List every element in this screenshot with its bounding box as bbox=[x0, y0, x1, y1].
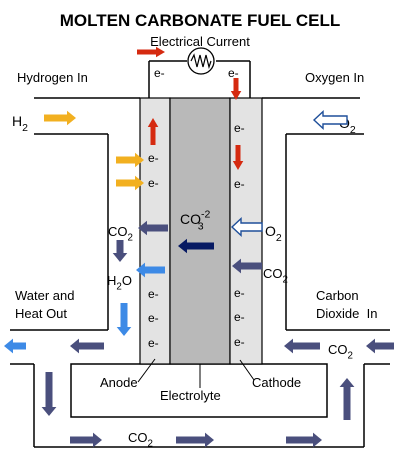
electron-anode: e- bbox=[148, 336, 159, 350]
electron-cathode: e- bbox=[234, 121, 245, 135]
co2-cathode-label: CO2 bbox=[263, 266, 288, 286]
electron-cathode: e- bbox=[234, 335, 245, 349]
co2-down-arrow-anode bbox=[112, 240, 128, 262]
electrical-current-label: Electrical Current bbox=[150, 34, 250, 49]
cathode-label: Cathode bbox=[252, 375, 301, 390]
electron-cathode: e- bbox=[234, 310, 245, 324]
o2-cathode-label: O2 bbox=[265, 223, 282, 244]
water-heat-exit-arrow bbox=[4, 338, 26, 354]
electrolyte-label: Electrolyte bbox=[160, 388, 221, 403]
electron-anode: e- bbox=[148, 176, 159, 190]
flow-arrows bbox=[4, 46, 394, 448]
recycle-bottom-arrow-2 bbox=[176, 432, 214, 448]
hydrogen-in-label: Hydrogen In bbox=[17, 70, 88, 85]
oxygen-in-label: Oxygen In bbox=[305, 70, 364, 85]
electron-anode: e- bbox=[148, 311, 159, 325]
resistor-icon bbox=[187, 47, 215, 75]
carbon-dioxide-in-label-line1: Carbon bbox=[316, 288, 359, 303]
recycle-up-arrow bbox=[339, 378, 355, 420]
co2-anode-label: CO2 bbox=[108, 224, 133, 244]
electron-cathode: e- bbox=[234, 286, 245, 300]
carbon-dioxide-in-label-line2: Dioxide In bbox=[316, 306, 377, 321]
external-circuit bbox=[148, 60, 251, 98]
water-down-arrow bbox=[116, 303, 132, 336]
page-title: MOLTEN CARBONATE FUEL CELL bbox=[60, 11, 340, 30]
co2-out-arrow-anode bbox=[138, 220, 168, 236]
electron-anode: e- bbox=[148, 151, 159, 165]
hydrogen-anode-arrow-1 bbox=[116, 152, 144, 168]
carbonate-ion-arrow bbox=[178, 238, 214, 254]
recycle-down-arrow bbox=[41, 372, 57, 416]
electron-anode: e- bbox=[148, 287, 159, 301]
electron-down-arrow bbox=[230, 78, 242, 100]
exhaust-arrow-left-1 bbox=[70, 338, 104, 354]
co2-bottom-label: CO2 bbox=[128, 430, 153, 450]
electron-cathode: e- bbox=[234, 177, 245, 191]
anode-label: Anode bbox=[100, 375, 138, 390]
electron-up-arrow-anode bbox=[147, 118, 159, 145]
electron-down-arrow-cathode bbox=[232, 145, 244, 170]
h2-inlet-label: H2 bbox=[12, 113, 28, 134]
h2o-anode-label: H2O bbox=[107, 273, 132, 293]
co2-in-arrow-cathode bbox=[232, 258, 262, 274]
hydrogen-anode-arrow-2 bbox=[116, 175, 144, 191]
oxygen-cathode-arrow bbox=[230, 216, 263, 238]
recycle-bottom-arrow-1 bbox=[70, 432, 102, 448]
recycle-bottom-arrow-3 bbox=[286, 432, 322, 448]
oxygen-inlet-arrow bbox=[312, 109, 348, 131]
electron-circuit-left: e- bbox=[154, 66, 165, 80]
current-direction-arrow bbox=[137, 46, 165, 58]
cathode-pointer bbox=[239, 359, 255, 381]
co2-inlet-arrow-right-1 bbox=[284, 338, 320, 354]
electron-labels: e-e-e-e-e-e-e-e-e-e-e-e- bbox=[148, 66, 245, 350]
anode-pointer bbox=[137, 358, 156, 383]
co2-inlet-arrow-right-2 bbox=[366, 338, 394, 354]
water-out-arrow-anode bbox=[136, 262, 165, 278]
water-heat-out-label-line1: Water and bbox=[15, 288, 75, 303]
water-heat-out-label-line2: Heat Out bbox=[15, 306, 67, 321]
electron-circuit-right: e- bbox=[228, 66, 239, 80]
co2-right-inlet-label: CO2 bbox=[328, 342, 353, 362]
hydrogen-inlet-arrow bbox=[44, 110, 76, 126]
